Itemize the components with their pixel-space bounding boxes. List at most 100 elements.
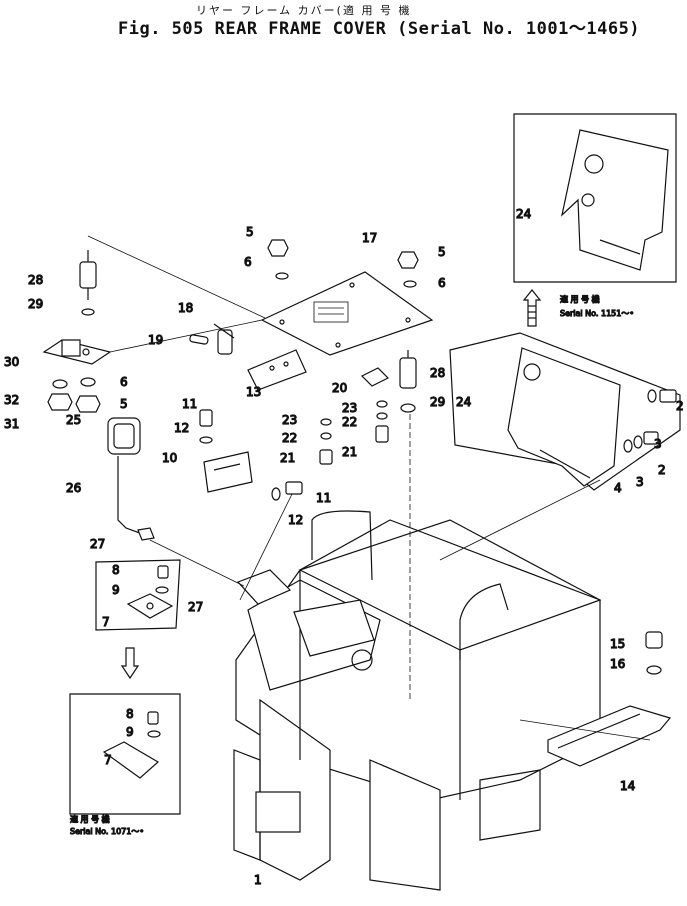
top-plate-17 — [260, 271, 434, 356]
callout-16: 16 — [610, 657, 625, 671]
callout-22: 22 — [342, 415, 357, 429]
callout-5: 5 — [120, 397, 128, 411]
washer-6-left — [80, 377, 96, 387]
callout-29: 29 — [430, 395, 445, 409]
callout-3: 3 — [636, 475, 644, 489]
washer-6 — [275, 272, 289, 280]
callout-6: 6 — [120, 375, 128, 389]
pin-19 — [189, 334, 209, 345]
arrow-down-icon — [120, 647, 140, 680]
callout-20: 20 — [332, 381, 347, 395]
nut-27 — [137, 527, 155, 541]
nut-5-right — [397, 251, 419, 269]
callout-12: 12 — [288, 513, 303, 527]
callout-7: 7 — [104, 753, 112, 767]
rear-cover-24 — [449, 332, 681, 491]
bracket-13 — [247, 349, 307, 391]
bolt-21-right — [375, 425, 389, 443]
callout-2: 2 — [658, 463, 666, 477]
callout-8: 8 — [112, 563, 120, 577]
figure-title: Fig. 505 REAR FRAME COVER (Serial No. 10… — [118, 19, 641, 39]
callout-2: 2 — [676, 399, 684, 413]
callout-28: 28 — [430, 366, 445, 380]
serial-note-1071-jp: 適 用 号 機 — [70, 814, 110, 824]
washer-22 — [320, 432, 332, 440]
callout-32: 32 — [4, 393, 19, 407]
bracket-10 — [203, 451, 253, 493]
washer-23-right — [376, 400, 388, 408]
washer-23 — [320, 418, 332, 426]
callout-11: 11 — [182, 397, 197, 411]
washer-29-right — [400, 403, 416, 413]
bolt-21 — [319, 449, 333, 465]
callout-14: 14 — [620, 779, 635, 793]
mount-28-left — [79, 250, 97, 300]
serial-note-1151-jp: 適 用 号 機 — [560, 294, 600, 304]
rod-26 — [117, 456, 149, 537]
bolt-11 — [199, 409, 213, 427]
callout-31: 31 — [4, 417, 19, 431]
callout-27: 27 — [90, 537, 105, 551]
nut-5-left — [75, 395, 101, 413]
callout-27: 27 — [188, 600, 203, 614]
callout-8: 8 — [126, 707, 134, 721]
japanese-title: リヤー フレーム カバー(適 用 号 機 — [196, 4, 412, 17]
callout-5: 5 — [438, 245, 446, 259]
leader-line — [239, 493, 293, 601]
callout-24: 24 — [516, 207, 531, 221]
nut-31 — [47, 393, 73, 411]
callout-30: 30 — [4, 355, 19, 369]
leader-line — [519, 719, 651, 741]
callout-6: 6 — [438, 276, 446, 290]
callout-12: 12 — [174, 421, 189, 435]
washer-4 — [623, 439, 633, 453]
washer-16 — [646, 665, 662, 675]
serial-note-1071: Serial No. 1071～• — [70, 827, 144, 836]
callout-4: 4 — [614, 481, 622, 495]
leader-line — [87, 235, 266, 319]
washer-3 — [647, 389, 657, 403]
rear-frame-body — [233, 510, 602, 891]
washer-12 — [199, 436, 213, 444]
washer-3-lower — [633, 435, 643, 449]
callout-11: 11 — [316, 491, 331, 505]
callout-21: 21 — [280, 451, 295, 465]
washer-32 — [52, 379, 68, 389]
callout-6: 6 — [244, 255, 252, 269]
callout-19: 19 — [148, 333, 163, 347]
callout-22: 22 — [282, 431, 297, 445]
lamp-25 — [107, 417, 141, 455]
washer-29-left — [81, 308, 95, 316]
step-bracket-14 — [547, 705, 672, 767]
bolt-15 — [645, 631, 663, 649]
callout-25: 25 — [66, 413, 81, 427]
callout-17: 17 — [362, 231, 377, 245]
callout-9: 9 — [126, 725, 134, 739]
callout-24: 24 — [456, 395, 471, 409]
bolt-2 — [659, 389, 677, 403]
callout-7: 7 — [102, 615, 110, 629]
callout-29: 29 — [28, 297, 43, 311]
callout-3: 3 — [654, 437, 662, 451]
inset-cover-1151 — [513, 113, 677, 283]
bolt-2-lower — [643, 431, 659, 445]
callout-15: 15 — [610, 637, 625, 651]
leader-line — [109, 319, 263, 353]
washer-6-right — [403, 280, 417, 288]
nut-5 — [267, 239, 289, 257]
callout-1: 1 — [254, 873, 262, 887]
leader-line — [439, 479, 601, 561]
bolt-11-lower — [285, 481, 303, 495]
callout-23: 23 — [342, 401, 357, 415]
bracket-30 — [42, 339, 112, 365]
serial-note-1151: Serial No. 1151～• — [560, 309, 634, 318]
callout-26: 26 — [66, 481, 81, 495]
arrow-up-icon — [522, 289, 542, 327]
callout-9: 9 — [112, 583, 120, 597]
bracket-20 — [360, 367, 390, 387]
callout-28: 28 — [28, 273, 43, 287]
callout-21: 21 — [342, 445, 357, 459]
callout-18: 18 — [178, 301, 193, 315]
inset-bracket-1071 — [69, 693, 181, 815]
washer-22-right — [376, 412, 388, 420]
